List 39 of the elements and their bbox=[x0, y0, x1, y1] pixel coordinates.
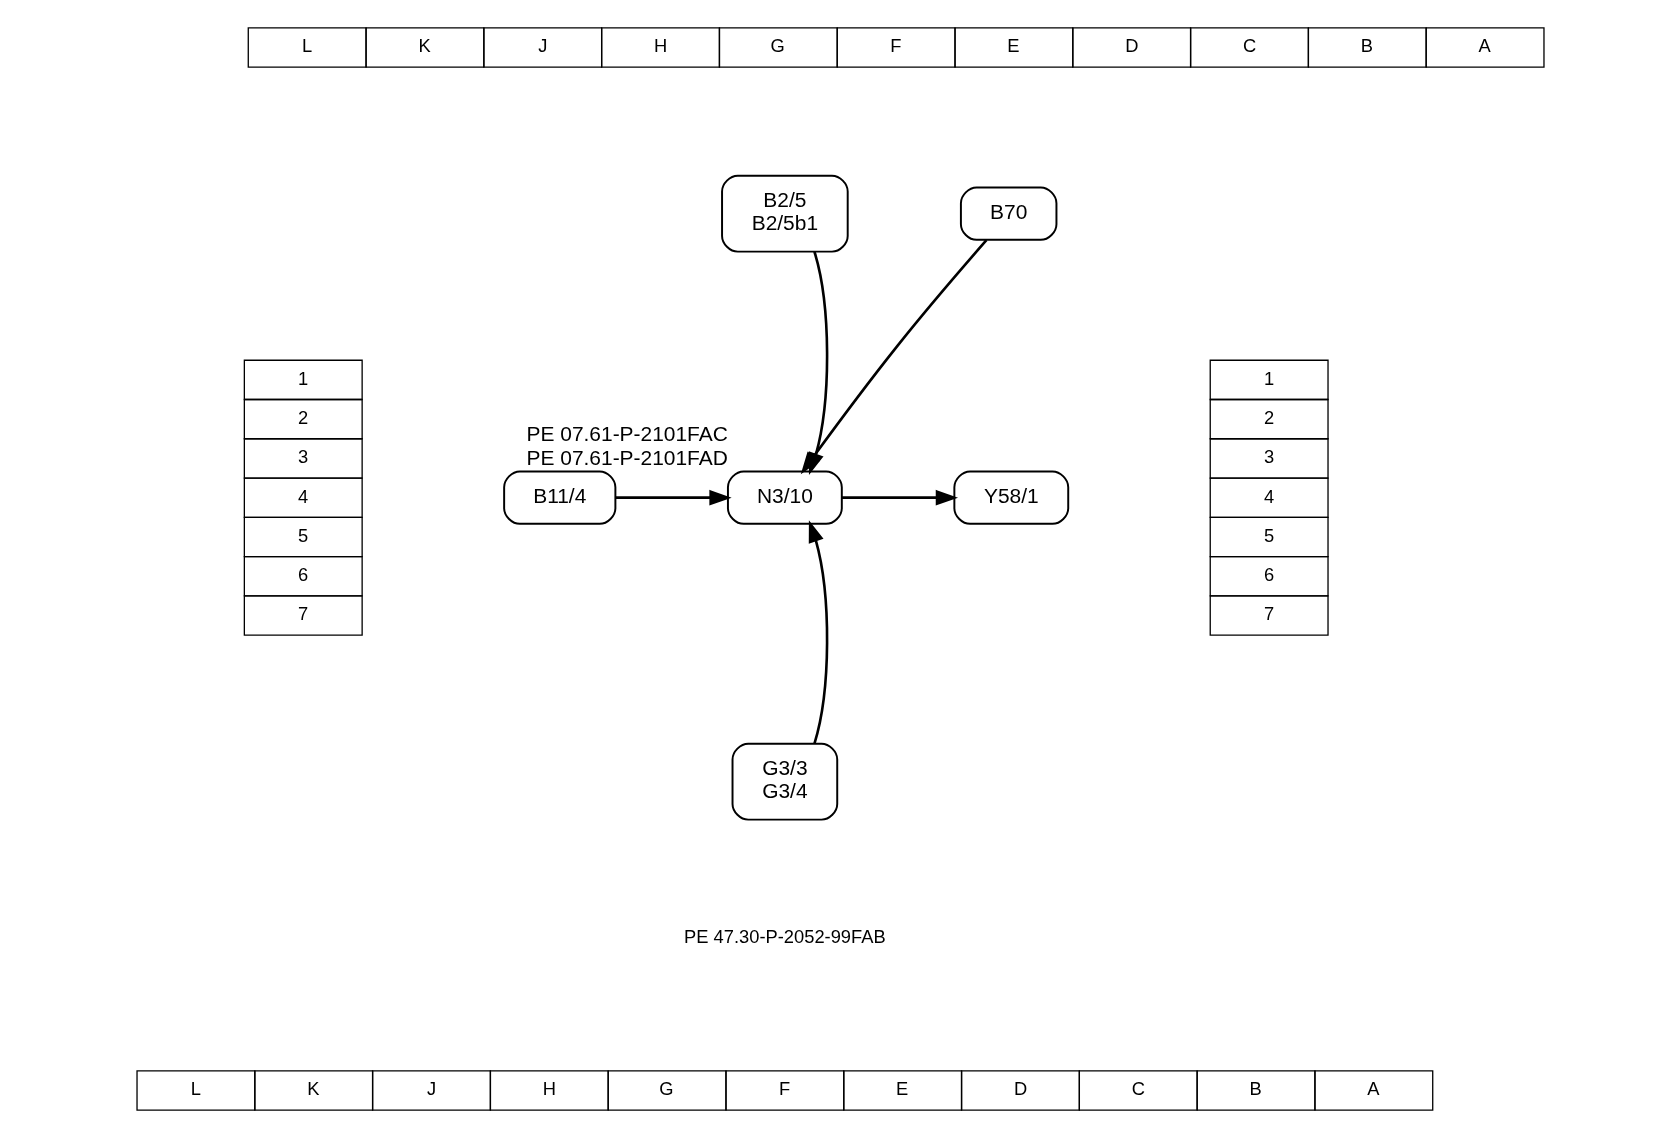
label: 7 bbox=[1263, 603, 1274, 625]
label: D bbox=[1013, 1078, 1027, 1100]
node-label: PE 07.61-P-2101FAD bbox=[525, 445, 728, 469]
label: D bbox=[1124, 35, 1138, 57]
label: PE 47.30-P-2052-99FAB bbox=[683, 925, 886, 947]
label: 1 bbox=[297, 367, 308, 389]
label: 6 bbox=[1263, 564, 1274, 586]
label: B bbox=[1360, 35, 1373, 57]
label: 2 bbox=[1263, 406, 1274, 428]
label: H bbox=[542, 1078, 556, 1100]
label: J bbox=[537, 35, 547, 57]
label: J bbox=[426, 1078, 436, 1100]
label: E bbox=[895, 1078, 908, 1100]
label: G bbox=[769, 35, 785, 57]
label: 3 bbox=[1263, 446, 1274, 468]
label: B bbox=[1249, 1078, 1262, 1100]
label: 4 bbox=[297, 485, 308, 507]
label: 2 bbox=[297, 406, 308, 428]
label: 4 bbox=[1263, 485, 1274, 507]
label: L bbox=[301, 35, 312, 57]
label: A bbox=[1478, 35, 1491, 57]
label: F bbox=[889, 35, 901, 57]
label: 5 bbox=[1263, 524, 1274, 546]
label: F bbox=[778, 1078, 790, 1100]
node-label: PE 07.61-P-2101FAC bbox=[525, 422, 728, 446]
label: L bbox=[190, 1078, 201, 1100]
label: A bbox=[1366, 1078, 1379, 1100]
label: 3 bbox=[297, 446, 308, 468]
label: G bbox=[658, 1078, 673, 1100]
label: 6 bbox=[297, 564, 308, 586]
label: C bbox=[1131, 1078, 1145, 1100]
label: K bbox=[306, 1078, 319, 1100]
label: E bbox=[1006, 35, 1020, 57]
label: H bbox=[653, 35, 667, 57]
label: C bbox=[1242, 35, 1256, 57]
label: 5 bbox=[297, 524, 308, 546]
label: K bbox=[417, 35, 431, 57]
label: 1 bbox=[1263, 367, 1274, 389]
label: 7 bbox=[297, 603, 308, 625]
